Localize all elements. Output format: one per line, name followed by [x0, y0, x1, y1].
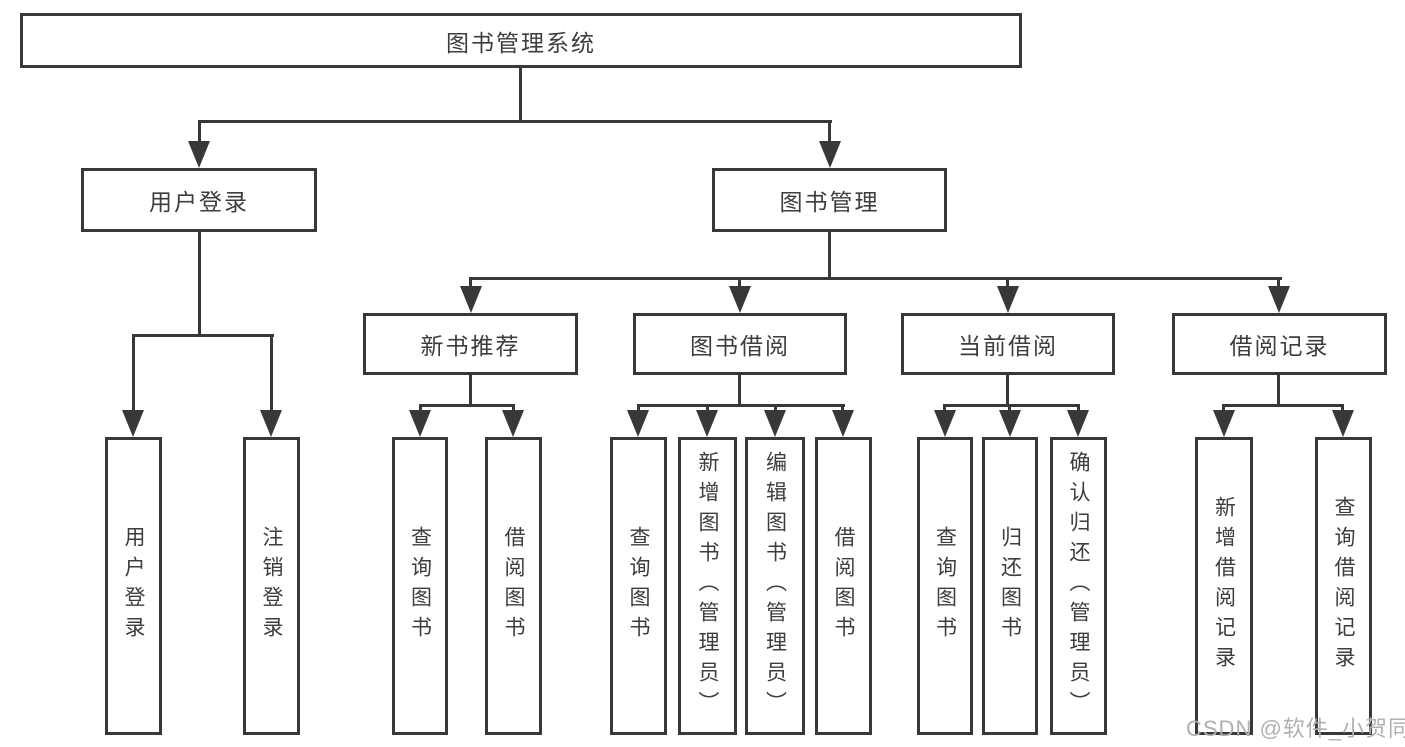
- leaf-user-login-label: 用户登录: [122, 526, 145, 646]
- connector-stem-book-borrow: [738, 277, 741, 289]
- leaf-rec-borrow-book: 借阅图书: [485, 437, 542, 735]
- connector-stem-leaf: [419, 404, 422, 413]
- connector-level3-branch: [469, 277, 1282, 280]
- node-new-book-rec-label: 新书推荐: [420, 333, 521, 359]
- node-book-mgmt: 图书管理: [712, 168, 947, 232]
- arrowhead-down-icon: [502, 410, 524, 437]
- leaf-cb-query-book-label: 查询图书: [933, 526, 957, 646]
- connector-stem-book-mgmt: [828, 120, 831, 143]
- leaf-logout-label: 注销登录: [260, 526, 283, 646]
- arrowhead-down-icon: [627, 410, 649, 437]
- connector-stem-leaf: [512, 404, 515, 413]
- connector-user-login-branch: [132, 334, 274, 337]
- connector-stem-new-book-rec: [469, 277, 472, 289]
- connector-stem-leaf: [270, 334, 273, 412]
- leaf-rec-borrow-book-label: 借阅图书: [502, 526, 525, 646]
- connector-book-mgmt-stem: [828, 232, 831, 280]
- connector-new-book-rec-stem: [469, 375, 472, 407]
- csdn-watermark: CSDN @软件_小贺同学: [1186, 716, 1405, 741]
- leaf-rec-query-book-label: 查询图书: [408, 526, 432, 646]
- node-root-label: 图书管理系统: [446, 29, 596, 56]
- leaf-br-query-record-label: 查询借阅记录: [1332, 496, 1355, 676]
- connector-stem-leaf: [1077, 404, 1080, 413]
- connector-book-borrow-branch: [637, 404, 845, 407]
- arrowhead-down-icon: [409, 410, 431, 437]
- node-current-borrow-label: 当前借阅: [958, 333, 1058, 359]
- connector-stem-leaf: [1008, 404, 1011, 413]
- connector-stem-leaf: [1341, 404, 1344, 413]
- node-book-mgmt-label: 图书管理: [779, 189, 880, 215]
- connector-current-borrow-branch: [943, 404, 1080, 407]
- connector-stem-leaf: [132, 334, 135, 412]
- node-user-login-label: 用户登录: [149, 189, 249, 215]
- connector-user-login-stem: [198, 232, 201, 337]
- leaf-bb-edit-book: 编辑图书（管理员）: [745, 437, 805, 735]
- connector-root-stem: [519, 68, 522, 120]
- connector-stem-leaf: [1222, 404, 1225, 413]
- leaf-bb-add-book-label: 新增图书（管理员）: [696, 451, 719, 721]
- arrowhead-down-icon: [460, 286, 482, 313]
- connector-borrow-records-stem: [1277, 375, 1280, 407]
- leaf-cb-confirm-return: 确认归还（管理员）: [1050, 437, 1107, 735]
- node-current-borrow: 当前借阅: [901, 313, 1115, 375]
- node-new-book-rec: 新书推荐: [363, 313, 578, 375]
- connector-stem-borrow-records: [1277, 277, 1280, 289]
- arrowhead-down-icon: [1268, 286, 1290, 313]
- leaf-user-login: 用户登录: [105, 437, 162, 735]
- connector-book-borrow-stem: [738, 375, 741, 407]
- connector-stem-leaf: [943, 404, 946, 413]
- connector-stem-leaf: [706, 404, 709, 413]
- connector-stem-leaf: [637, 404, 640, 413]
- leaf-logout: 注销登录: [243, 437, 300, 735]
- leaf-cb-return-book: 归还图书: [982, 437, 1038, 735]
- leaf-br-add-record: 新增借阅记录: [1195, 437, 1253, 735]
- connector-current-borrow-stem: [1006, 375, 1009, 407]
- node-book-borrow-label: 图书借阅: [690, 333, 790, 359]
- connector-level2-branch: [198, 120, 832, 123]
- leaf-cb-return-book-label: 归还图书: [998, 526, 1022, 646]
- arrowhead-down-icon: [729, 286, 751, 313]
- leaf-bb-borrow-book-label: 借阅图书: [832, 526, 855, 646]
- leaf-cb-confirm-return-label: 确认归还（管理员）: [1067, 451, 1090, 721]
- connector-stem-current-borrow: [1006, 277, 1009, 289]
- arrowhead-down-icon: [934, 410, 956, 437]
- connector-stem-leaf: [841, 404, 844, 413]
- node-borrow-records: 借阅记录: [1172, 313, 1387, 375]
- arrowhead-down-icon: [764, 410, 786, 437]
- leaf-bb-query-book-label: 查询图书: [627, 526, 650, 646]
- arrowhead-down-icon: [1067, 410, 1089, 437]
- leaf-bb-query-book: 查询图书: [610, 437, 667, 735]
- arrowhead-down-icon: [188, 141, 210, 168]
- node-borrow-records-label: 借阅记录: [1229, 333, 1330, 359]
- leaf-br-add-record-label: 新增借阅记录: [1212, 496, 1236, 676]
- arrowhead-down-icon: [819, 141, 841, 168]
- arrowhead-down-icon: [1332, 410, 1354, 437]
- leaf-bb-edit-book-label: 编辑图书（管理员）: [763, 451, 787, 721]
- node-book-borrow: 图书借阅: [633, 313, 847, 375]
- arrowhead-down-icon: [997, 286, 1019, 313]
- arrowhead-down-icon: [696, 410, 718, 437]
- leaf-cb-query-book: 查询图书: [917, 437, 973, 735]
- connector-new-book-rec-branch: [419, 404, 515, 407]
- arrowhead-down-icon: [999, 410, 1021, 437]
- leaf-rec-query-book: 查询图书: [392, 437, 448, 735]
- node-root: 图书管理系统: [20, 13, 1022, 68]
- arrowhead-down-icon: [1213, 410, 1235, 437]
- leaf-bb-add-book: 新增图书（管理员）: [678, 437, 737, 735]
- arrowhead-down-icon: [122, 410, 144, 437]
- arrowhead-down-icon: [832, 410, 854, 437]
- leaf-br-query-record: 查询借阅记录: [1315, 437, 1372, 735]
- node-user-login: 用户登录: [81, 168, 317, 232]
- arrowhead-down-icon: [260, 410, 282, 437]
- connector-borrow-records-branch: [1222, 404, 1344, 407]
- leaf-bb-borrow-book: 借阅图书: [815, 437, 872, 735]
- connector-stem-user-login: [198, 120, 201, 143]
- connector-stem-leaf: [774, 404, 777, 413]
